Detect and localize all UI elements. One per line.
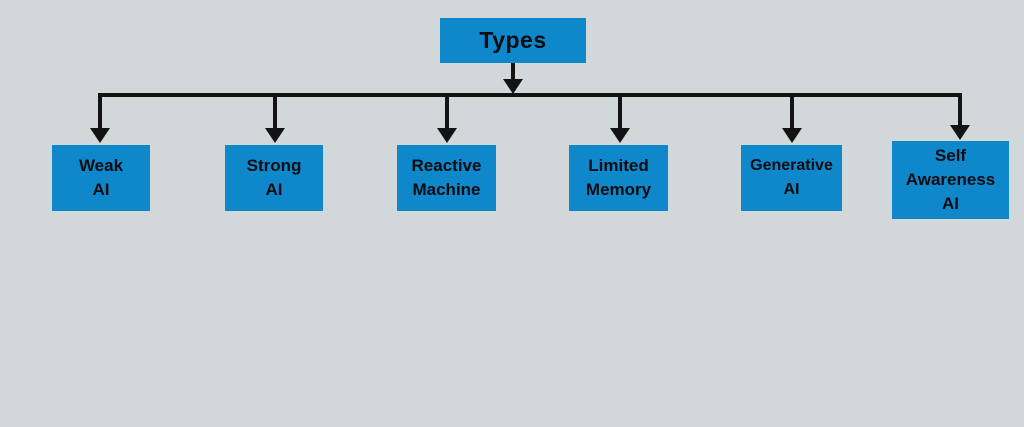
arrowhead-down-icon (90, 128, 110, 143)
connector-branch-self-awareness-ai (950, 93, 970, 140)
node-types: Types (440, 18, 586, 63)
connector-branch-strong-ai (265, 93, 285, 143)
connector-branch-reactive-machine (437, 93, 457, 143)
arrowhead-down-icon (782, 128, 802, 143)
connector-root-stem (503, 62, 523, 94)
arrowhead-down-icon (610, 128, 630, 143)
arrowhead-down-icon (950, 125, 970, 140)
arrowhead-down-icon (503, 79, 523, 94)
node-limited-memory: Limited Memory (569, 145, 668, 211)
node-reactive-machine: Reactive Machine (397, 145, 496, 211)
node-weak-ai: Weak AI (52, 145, 150, 211)
arrowhead-down-icon (437, 128, 457, 143)
node-self-awareness-ai: Self Awareness AI (892, 141, 1009, 219)
node-label: Types (479, 27, 547, 53)
node-label: Generative AI (750, 157, 833, 198)
node-label: Reactive Machine (411, 156, 482, 199)
node-label: Self Awareness AI (905, 146, 996, 213)
connector-branch-weak-ai (90, 93, 110, 143)
connector-branch-generative-ai (782, 93, 802, 143)
node-label: Weak AI (78, 156, 124, 199)
arrowhead-down-icon (265, 128, 285, 143)
node-generative-ai: Generative AI (741, 145, 842, 211)
node-label: Strong AI (246, 156, 302, 199)
connector-branch-limited-memory (610, 93, 630, 143)
node-label: Limited Memory (585, 156, 652, 199)
node-strong-ai: Strong AI (225, 145, 323, 211)
